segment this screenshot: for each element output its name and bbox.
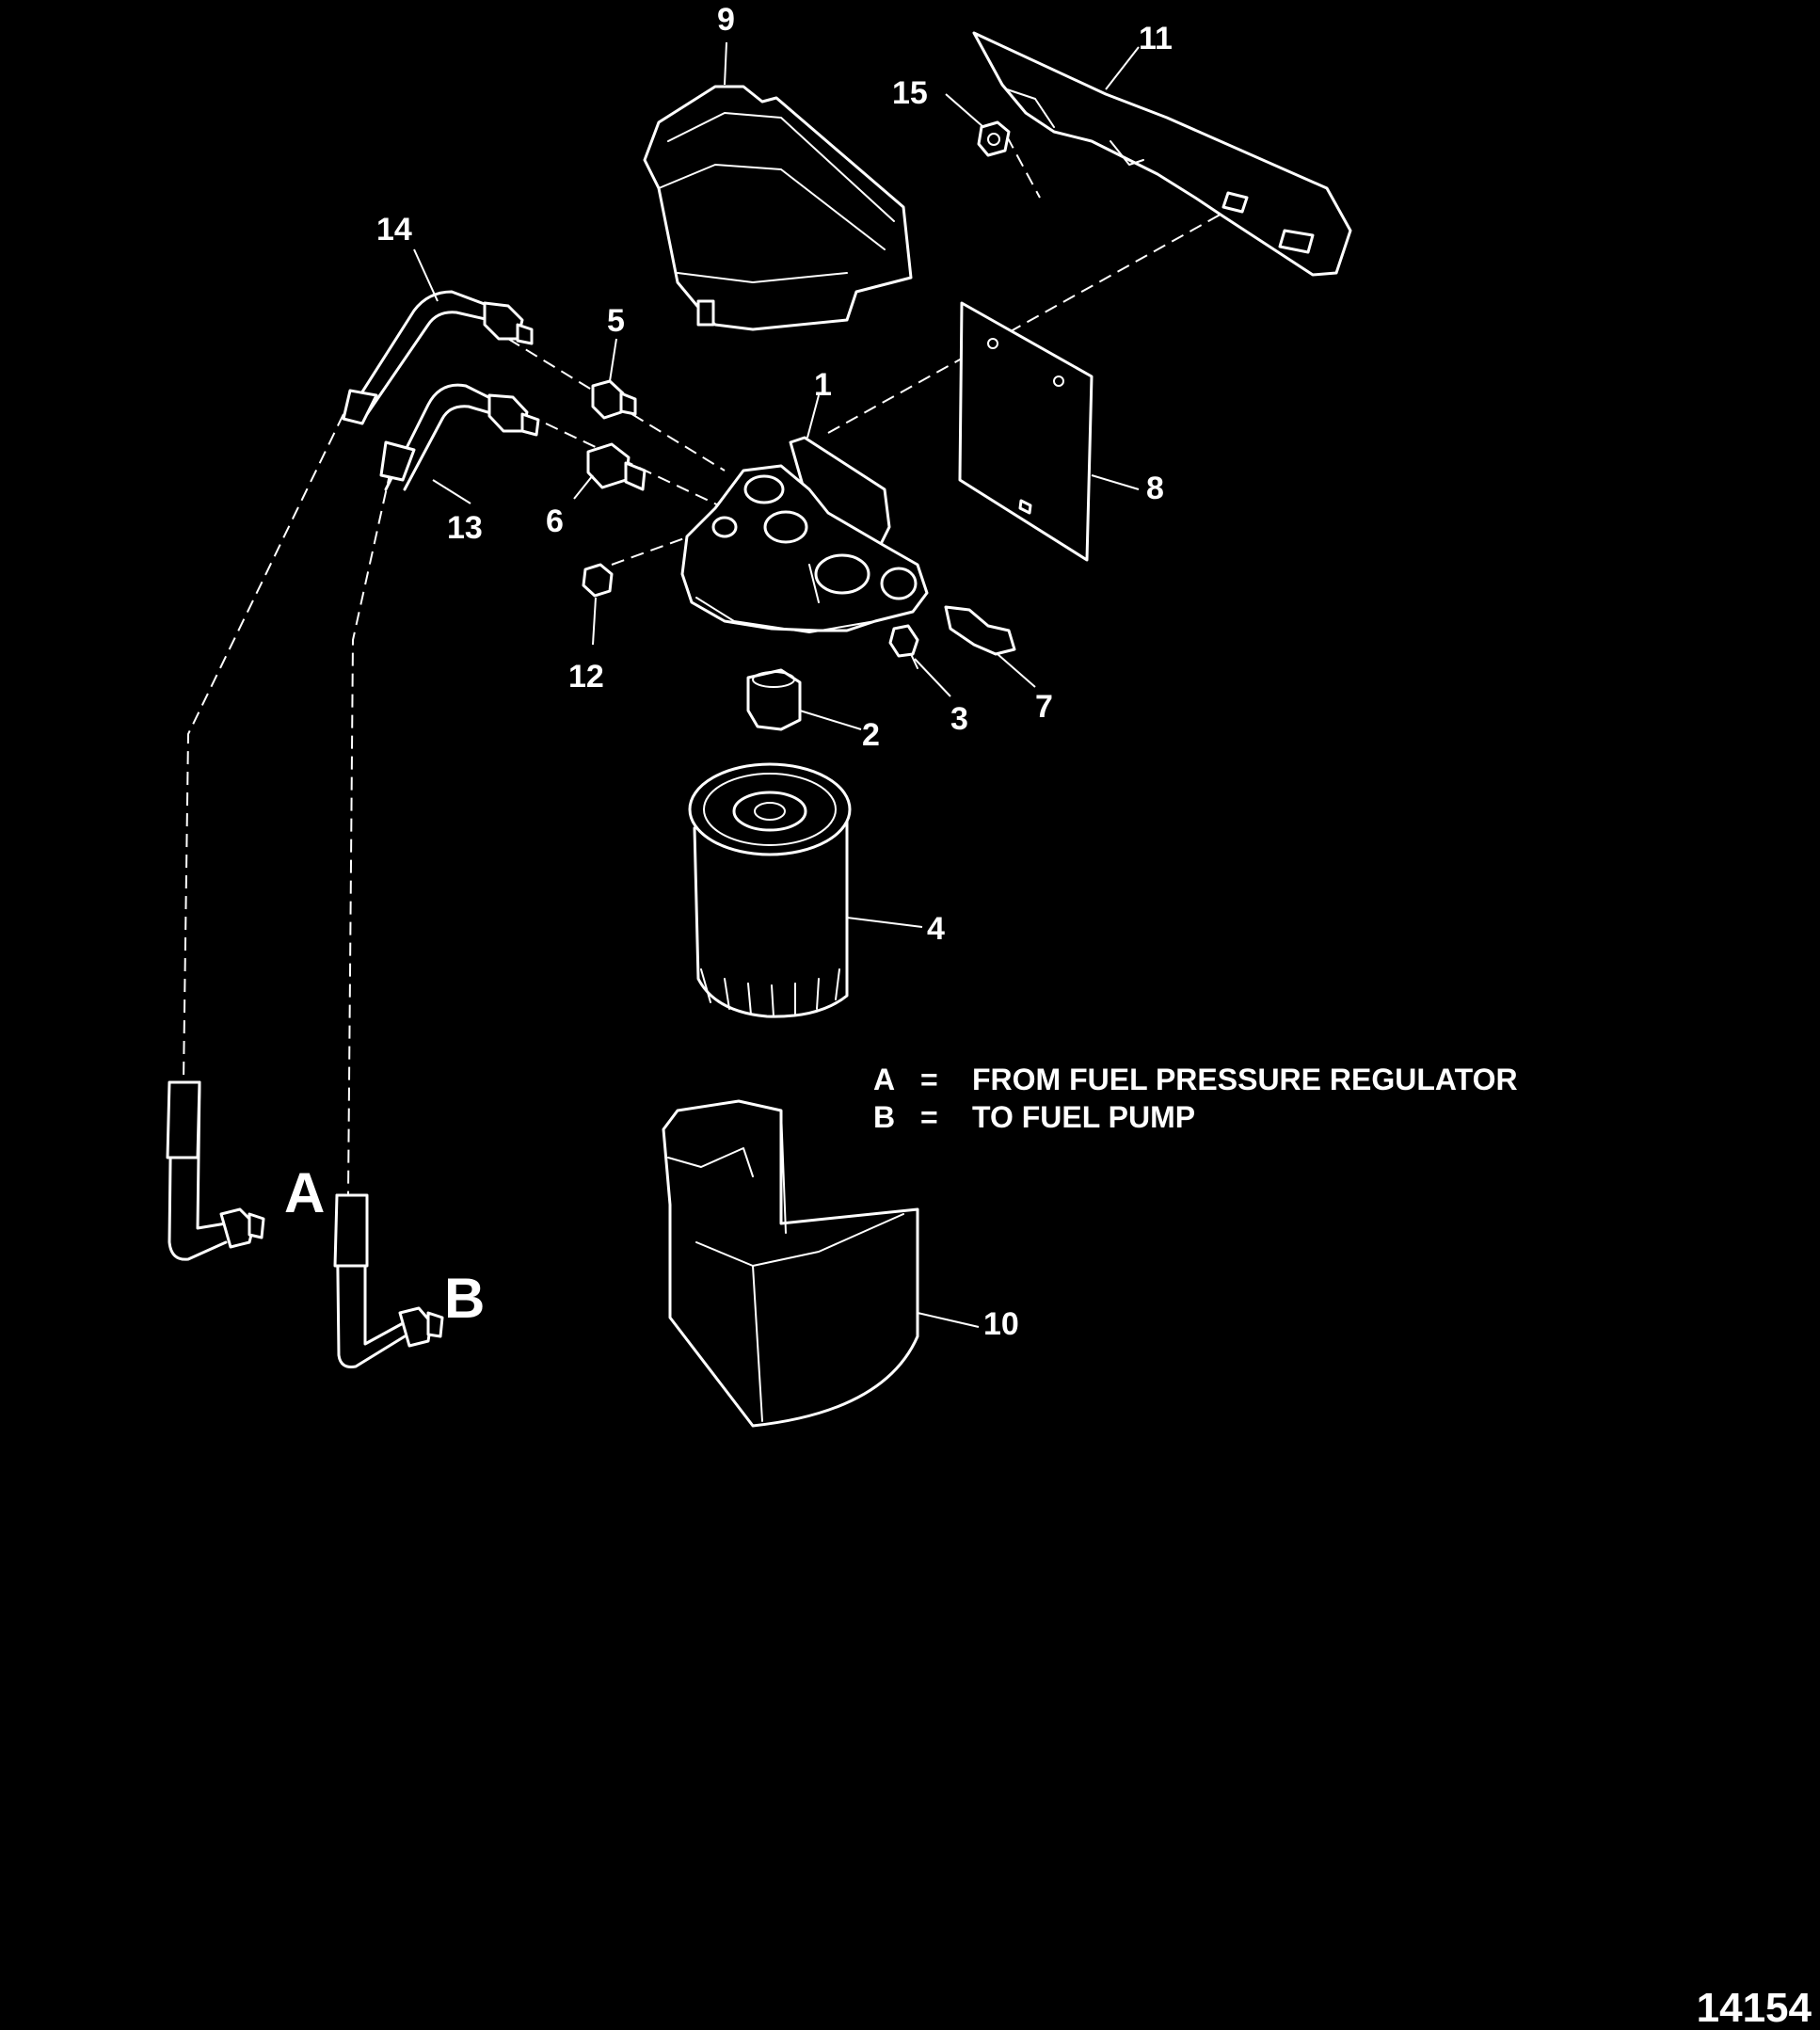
part-9-filter-cover-top [643, 85, 913, 331]
part-5-fitting [591, 379, 637, 420]
callout-5: 5 [607, 303, 625, 339]
callout-labels: 9 11 15 14 5 1 8 6 13 12 2 3 7 4 10 [376, 2, 1173, 1342]
part-4-filter-element [688, 762, 852, 1018]
legend-text-a: FROM FUEL PRESSURE REGULATOR [972, 1063, 1518, 1096]
legend-key-a: A [873, 1063, 895, 1096]
port-label-a: A [284, 1161, 325, 1224]
callout-11: 11 [1139, 21, 1173, 56]
callout-8: 8 [1146, 471, 1164, 506]
part-2-adapter-nipple [746, 668, 802, 731]
port-label-b: B [444, 1267, 485, 1330]
callout-10: 10 [983, 1306, 1019, 1342]
part-11-mounting-bracket [972, 31, 1352, 277]
hose-14-upper-end [342, 290, 534, 425]
part-3-bleed-screw [888, 624, 919, 669]
part-15-nut [977, 120, 1011, 157]
part-7-fitting [944, 605, 1016, 656]
hose-13-upper-end [379, 383, 540, 491]
callout-7: 7 [1035, 689, 1053, 725]
callout-15: 15 [892, 75, 928, 111]
callout-1: 1 [814, 367, 832, 403]
callout-4: 4 [927, 911, 945, 947]
legend-text-b: TO FUEL PUMP [972, 1100, 1195, 1134]
legend: A = FROM FUEL PRESSURE REGULATOR B = TO … [873, 1063, 1518, 1134]
figure-number: 14154 [1697, 1985, 1812, 2030]
leader-lines [413, 41, 1140, 1328]
callout-12: 12 [568, 659, 604, 695]
hose-14-lower-end-a [166, 1080, 265, 1261]
callout-6: 6 [546, 504, 564, 539]
callout-9: 9 [717, 2, 735, 38]
callout-14: 14 [376, 212, 412, 248]
legend-key-b: B [873, 1100, 895, 1134]
hose-13-lower-end-b [333, 1193, 444, 1368]
part-8-spacer-plate [958, 301, 1094, 562]
legend-eq-a: = [920, 1063, 938, 1096]
callout-2: 2 [862, 717, 880, 753]
part-1-filter-head [680, 436, 929, 633]
part-10-filter-cover-bottom [662, 1099, 919, 1428]
part-12-nut [582, 563, 614, 598]
callout-13: 13 [447, 510, 483, 546]
callout-3: 3 [950, 701, 968, 737]
legend-eq-b: = [920, 1100, 938, 1134]
part-6-fitting [586, 442, 647, 491]
